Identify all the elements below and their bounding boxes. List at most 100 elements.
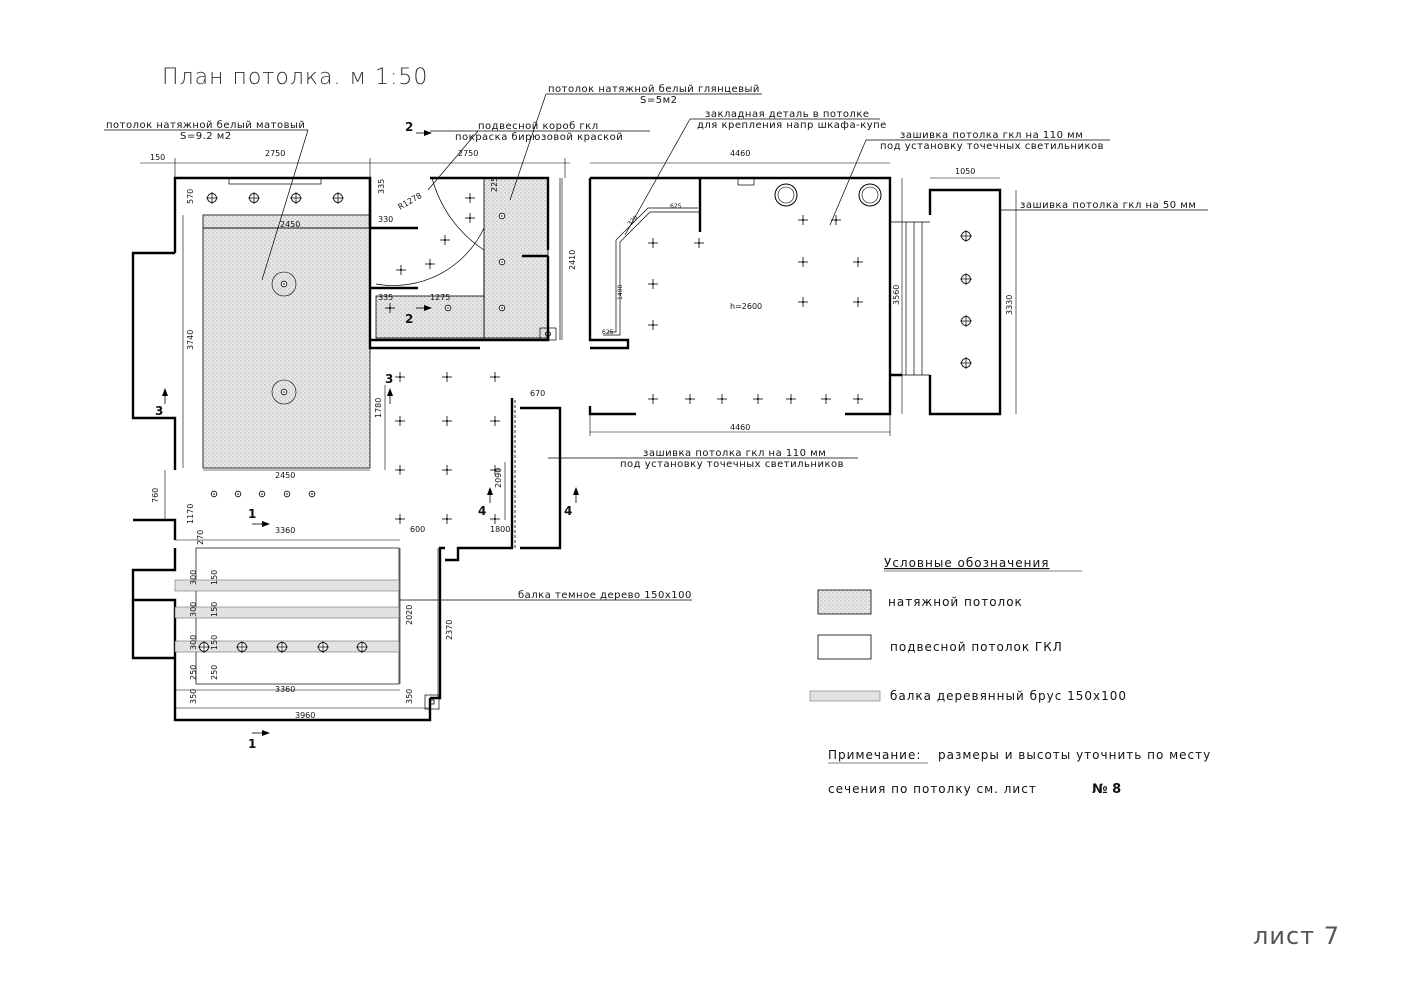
legend-gkl-label: подвесной потолок ГКЛ (890, 640, 1063, 654)
legend-stretch-label: натяжной потолок (888, 595, 1023, 609)
spotlight-icon (280, 388, 288, 396)
dimension-label: 1780 (374, 398, 383, 418)
spotlight-icon (444, 304, 452, 312)
spotlight-icon (210, 490, 218, 498)
light-star-icon (489, 513, 501, 525)
right-room: h=2600 (588, 176, 930, 416)
dimension-label: 2020 (405, 605, 414, 625)
light-star-icon (394, 415, 406, 427)
legend-stretch-swatch (817, 589, 872, 615)
note-gloss-ceiling: потолок натяжной белый глянцевый (548, 84, 760, 95)
dimension-label: 300 (189, 570, 198, 585)
dimension-label: 250 (189, 665, 198, 680)
light-star-icon (852, 256, 864, 268)
spotlight-icon (959, 314, 973, 328)
light-star-icon (441, 513, 453, 525)
dimension-label: 625 (670, 203, 682, 210)
spotlight-icon (283, 490, 291, 498)
light-star-icon (464, 192, 476, 204)
light-star-icon (852, 393, 864, 405)
dimension-label: 250 (210, 665, 219, 680)
remark: Примечание: размеры и высоты уточнить по… (828, 748, 1210, 797)
corridor (394, 371, 562, 562)
dimension-label: 2750 (458, 149, 478, 158)
light-star-icon (647, 393, 659, 405)
light-star-icon (797, 214, 809, 226)
light-star-icon (797, 296, 809, 308)
dimension-label: 350 (189, 689, 198, 704)
dimension-label: 150 (210, 602, 219, 617)
dimension-label: 300 (189, 602, 198, 617)
dimension-label: 3360 (275, 685, 295, 694)
spotlight-icon (258, 490, 266, 498)
remark-sheet-no: № 8 (1092, 782, 1121, 797)
section-4-right: 4 (564, 504, 572, 518)
light-star-icon (489, 415, 501, 427)
wood-beam (174, 579, 400, 592)
wood-beam (174, 606, 400, 619)
legend: Условные обозначения натяжной потолок по… (809, 556, 1127, 703)
note-gkl-box: подвесной короб гкл (478, 121, 599, 132)
light-star-icon (441, 464, 453, 476)
light-star-icon (820, 393, 832, 405)
dimension-label: 2090 (494, 468, 503, 488)
light-star-icon (439, 234, 451, 246)
dimension-label: 150 (150, 153, 165, 162)
dimension-lines: 150 2750 2750 4460 1050 4460 2450 2450 5… (140, 149, 1017, 720)
note-embedded-part-2: для крепления напр шкафа-купе (697, 120, 887, 131)
dimension-label: 3330 (1005, 295, 1014, 315)
remark-ref: сечения по потолку см. лист (828, 782, 1037, 796)
dimension-label: 2370 (445, 620, 454, 640)
dimension-label: R1278 (397, 191, 424, 212)
light-star-icon (424, 258, 436, 270)
dimension-label: 3740 (186, 330, 195, 350)
light-star-icon (830, 214, 842, 226)
light-star-icon (489, 371, 501, 383)
spotlight-icon (959, 229, 973, 243)
light-star-icon (394, 513, 406, 525)
light-star-icon (797, 256, 809, 268)
dimension-label: 3560 (892, 285, 901, 305)
gloss-stretch-ceiling-bottom (375, 295, 485, 339)
legend-beam-label: балка деревянный брус 150х100 (890, 689, 1127, 703)
dimension-label: 2450 (275, 471, 295, 480)
height-label: h=2600 (730, 302, 762, 311)
spotlight-icon (498, 304, 506, 312)
light-star-icon (441, 371, 453, 383)
dimension-label: 3360 (275, 526, 295, 535)
dimension-label: 1490 (617, 285, 624, 300)
dimension-label: 300 (189, 635, 198, 650)
note-hem-50: зашивка потолка гкл на 50 мм (1020, 200, 1196, 211)
annotations: потолок натяжной белый матовый S=9.2 м2 … (104, 84, 1208, 601)
dimension-label: 1050 (955, 167, 975, 176)
spotlight-icon (308, 490, 316, 498)
light-star-icon (647, 278, 659, 290)
spotlight-icon (280, 280, 288, 288)
dimension-label: 335 (378, 293, 393, 302)
dimension-label: 570 (186, 189, 195, 204)
dimension-label: 150 (210, 570, 219, 585)
dimension-label: 330 (378, 215, 393, 224)
note-hem-110-top-2: под установку точечных светильников (880, 141, 1104, 152)
light-star-icon (693, 237, 705, 249)
legend-beam-swatch (809, 690, 881, 702)
dimension-label: 2450 (280, 220, 300, 229)
dimension-label: 1275 (430, 293, 450, 302)
spotlight-icon (331, 191, 345, 205)
legend-gkl-swatch (817, 634, 872, 660)
spotlight-icon (498, 258, 506, 266)
dimension-label: 760 (151, 488, 160, 503)
spotlight-icon (205, 191, 219, 205)
note-hem-110-top: зашивка потолка гкл на 110 мм (900, 130, 1083, 141)
remark-label: Примечание: (828, 748, 921, 762)
section-1-top: 1 (248, 507, 256, 521)
dimension-label: 4460 (730, 423, 750, 432)
light-star-icon (394, 464, 406, 476)
plan-title: План потолка. м 1:50 (162, 65, 428, 90)
light-star-icon (441, 415, 453, 427)
light-star-icon (684, 393, 696, 405)
legend-title: Условные обозначения (884, 556, 1050, 570)
dimension-label: 670 (530, 389, 545, 398)
dimension-label: 600 (410, 525, 425, 534)
note-hem-110-mid: зашивка потолка гкл на 110 мм (643, 448, 826, 459)
